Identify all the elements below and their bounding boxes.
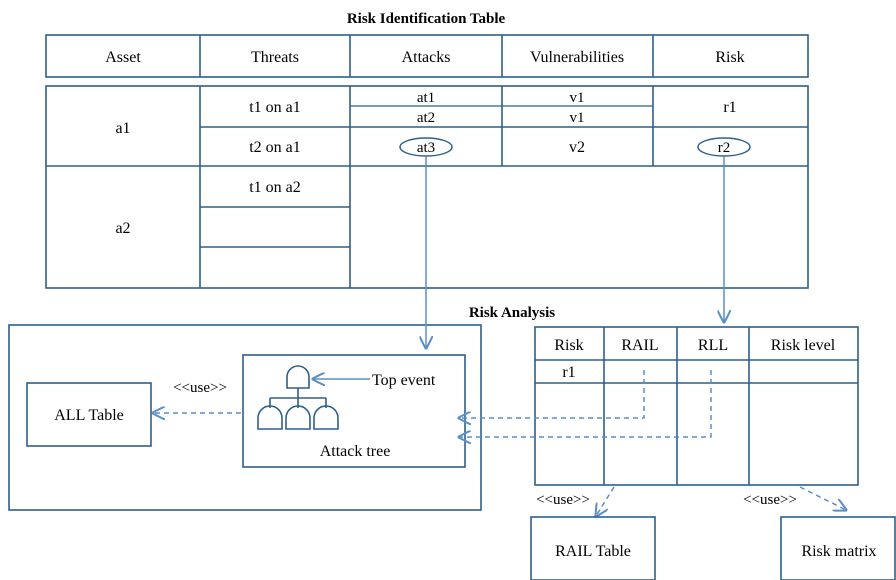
attack-tree-box [242, 354, 466, 468]
risk-r1: r1 [723, 99, 736, 116]
top-event-label: Top event [372, 372, 436, 389]
use-label-rail: <<use>> [536, 492, 590, 508]
threat-t1-a1: t1 on a1 [249, 99, 301, 116]
threat-t2-a1: t2 on a1 [249, 139, 301, 156]
use-arrow-risk-matrix [799, 486, 846, 510]
header-risk: Risk [715, 49, 744, 66]
vulnerability-v1-a: v1 [570, 90, 585, 106]
analysis-header-rll: RLL [698, 337, 728, 354]
analysis-table: Risk RAIL RLL Risk level r1 [534, 326, 859, 486]
analysis-header-rail: RAIL [621, 337, 658, 354]
attack-at2: at2 [417, 110, 435, 126]
header-attacks: Attacks [402, 49, 451, 66]
risk-r2-highlight [697, 137, 751, 157]
arrow-rail-to-attack-tree [459, 370, 645, 418]
risk-matrix-label: Risk matrix [801, 543, 876, 560]
identification-title: Risk Identification Table [347, 11, 506, 27]
analysis-header-risk: Risk [554, 337, 583, 354]
use-arrow-rail-table [596, 486, 615, 516]
attack-at3-highlight [399, 137, 453, 157]
attack-tree-icon [257, 365, 339, 430]
header-vulnerabilities: Vulnerabilities [530, 49, 624, 66]
use-label-all: <<use>> [173, 380, 227, 396]
asset-a2: a2 [115, 220, 130, 237]
vulnerability-v2: v2 [569, 139, 585, 156]
asset-a1: a1 [115, 120, 130, 137]
risk-matrix-box [780, 516, 896, 580]
risk-r2: r2 [718, 140, 731, 156]
vulnerability-v1-b: v1 [570, 110, 585, 126]
all-table-label: ALL Table [54, 407, 124, 424]
analysis-header-risk-level: Risk level [771, 337, 836, 354]
all-table-box [26, 382, 152, 447]
identification-body: a1 a2 t1 on a1 t2 on a1 t1 on a2 at1 at2… [45, 85, 809, 289]
use-label-matrix: <<use>> [743, 492, 797, 508]
header-threats: Threats [251, 49, 299, 66]
threat-t1-a2: t1 on a2 [249, 179, 301, 196]
analysis-title: Risk Analysis [469, 305, 555, 321]
header-asset: Asset [105, 49, 141, 66]
attack-at3: at3 [417, 140, 435, 156]
identification-header: Asset Threats Attacks Vulnerabilities Ri… [45, 34, 809, 78]
attack-at1: at1 [417, 90, 435, 106]
rail-table-label: RAIL Table [555, 543, 631, 560]
analysis-row-r1: r1 [562, 364, 575, 381]
arrow-rll-to-attack-tree [459, 370, 712, 437]
attack-tree-label: Attack tree [320, 443, 391, 460]
rail-table-box [530, 516, 656, 580]
